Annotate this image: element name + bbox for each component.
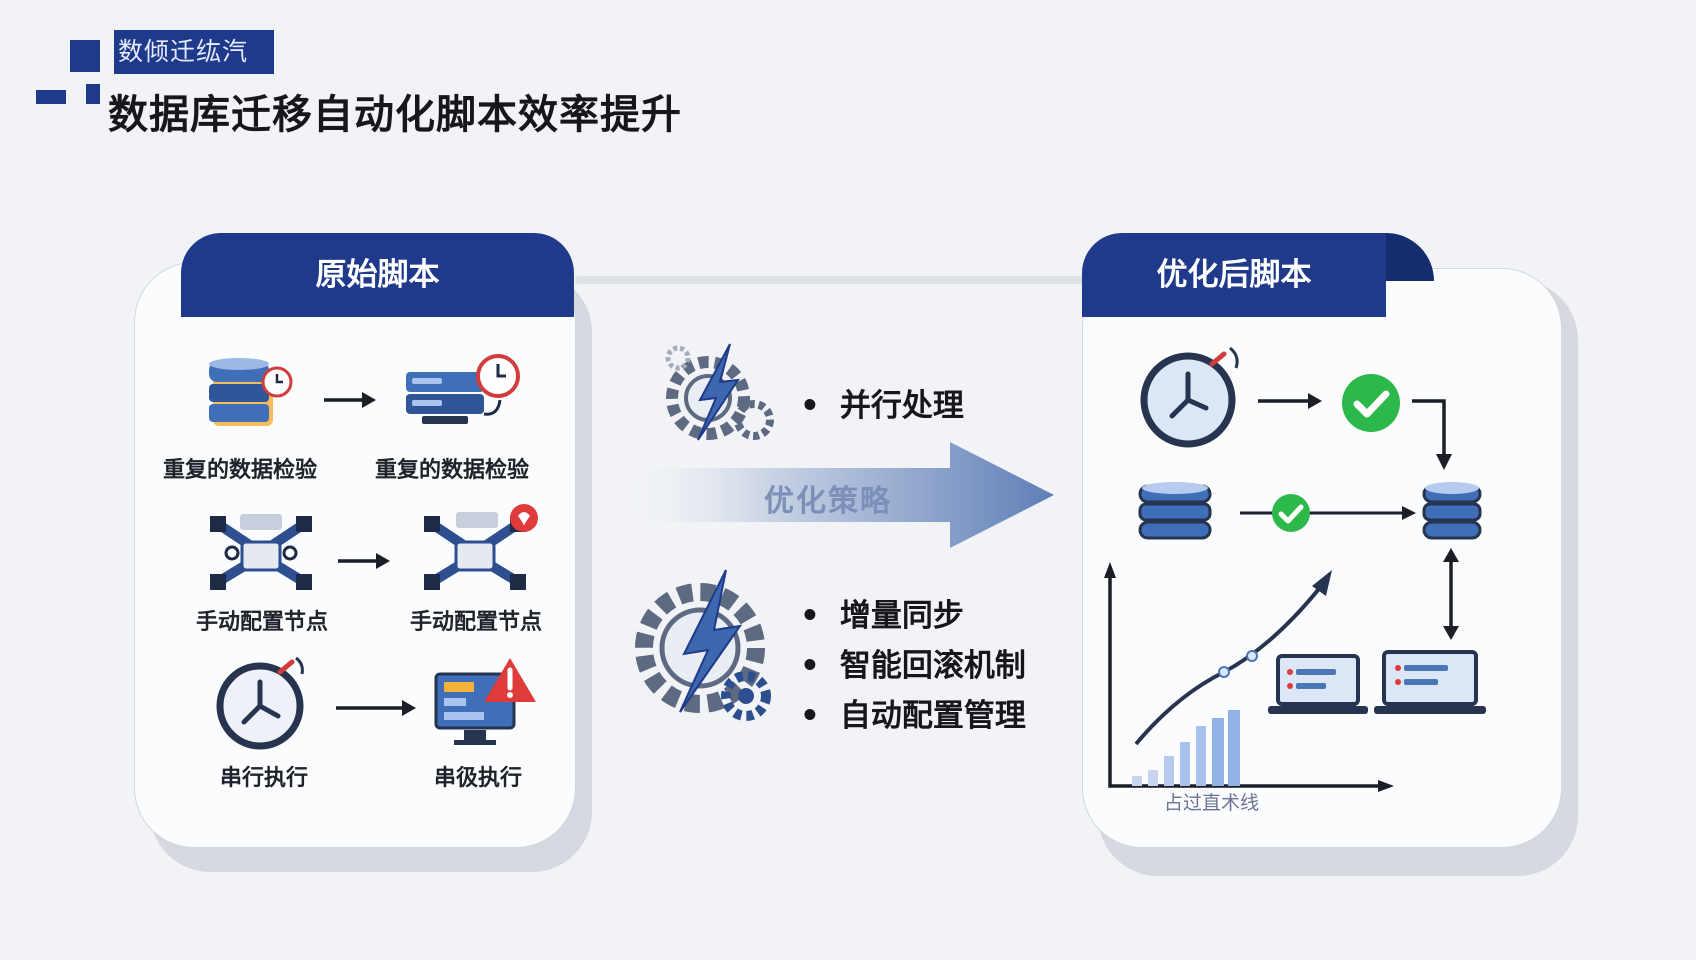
strategy-arrow-icon — [620, 442, 1054, 548]
database-icon — [1422, 482, 1482, 540]
server-clock-icon — [406, 354, 520, 424]
arrow-right-icon — [1258, 393, 1322, 409]
network-node-alert-icon — [424, 504, 538, 590]
strategy-bullet-rollback: 智能回滚机制 — [800, 640, 1026, 685]
gear-lightning-large-icon — [635, 569, 771, 721]
arrow-right-long-icon — [1240, 506, 1416, 520]
network-node-icon — [210, 514, 312, 590]
left-panel-title: 原始脚本 — [181, 233, 574, 317]
left-row2-to-label: 手动配置节点 — [409, 610, 542, 635]
clock-icon — [1140, 346, 1239, 448]
panel-connector-line — [575, 276, 1085, 284]
arrow-vertical-bidirectional-icon — [1443, 548, 1459, 640]
logo-square-small-right — [86, 84, 100, 104]
strategy-bullet-incremental: 增量同步 — [800, 590, 964, 635]
elbow-arrow-down-icon — [1412, 399, 1452, 470]
right-panel-title: 优化后脚本 — [1082, 233, 1386, 317]
monitor-warning-icon — [434, 658, 536, 745]
left-row3-from-label: 串行执行 — [219, 766, 308, 791]
page-title: 数据库迁移自动化脚本效率提升 — [108, 92, 682, 138]
logo-square-small-left — [36, 90, 66, 104]
laptop-icon — [1374, 650, 1486, 714]
left-row3-to-label: 串彶执行 — [433, 766, 522, 791]
growth-chart-axis-label: 占过直术线 — [1164, 792, 1260, 814]
database-icon — [1138, 482, 1212, 540]
growth-chart-icon — [1104, 562, 1394, 792]
database-clock-icon — [209, 358, 293, 426]
left-row1-from-label: 重复的数据检验 — [162, 458, 317, 483]
check-circle-icon — [1342, 374, 1400, 432]
arrow-right-icon — [324, 392, 376, 408]
left-row2-from-label: 手动配置节点 — [195, 610, 328, 635]
strategy-arrow-label: 优化策略 — [764, 484, 892, 519]
check-circle-icon — [1272, 494, 1310, 532]
clock-icon — [216, 656, 304, 750]
arrow-right-icon — [338, 553, 390, 569]
left-row1-to-label: 重复的数据检验 — [374, 458, 529, 483]
laptop-icon — [1268, 654, 1368, 714]
arrow-right-icon — [336, 700, 416, 716]
gear-lightning-icon — [665, 343, 774, 441]
strategy-bullet-parallel: 并行处理 — [800, 380, 964, 425]
header-subtitle-tag: 数倾迁纮汽 — [114, 30, 274, 74]
logo-square-large — [70, 40, 100, 72]
strategy-bullet-auto-config: 自动配置管理 — [800, 690, 1026, 735]
